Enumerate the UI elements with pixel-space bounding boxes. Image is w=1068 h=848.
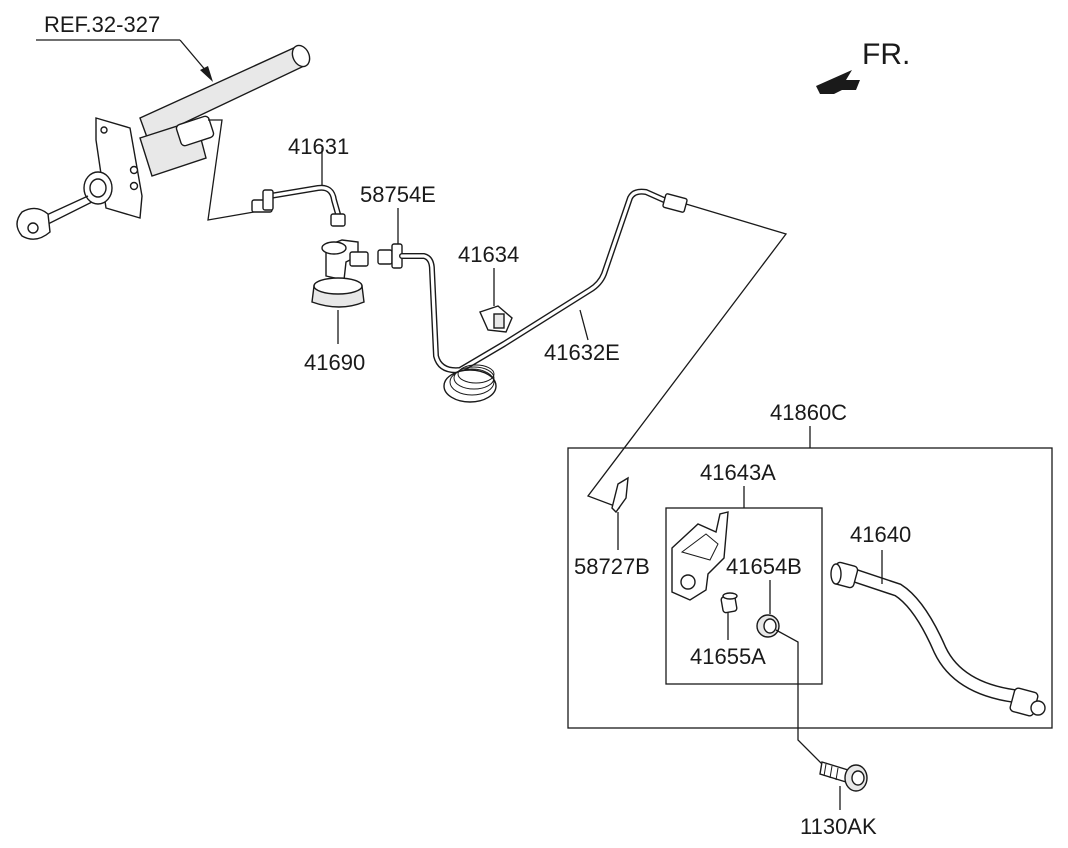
part-41655A-bushing[interactable]: 41655A [690, 592, 766, 669]
part-41654B-grommet[interactable]: 41654B [726, 554, 802, 638]
part-41632E-pipe[interactable]: 41632E [399, 188, 788, 509]
label-41634: 41634 [458, 242, 519, 267]
pipe-coil [443, 369, 497, 403]
spring-clip [611, 476, 629, 514]
part-58754E-fitting[interactable]: 58754E [360, 182, 436, 269]
label-58727B: 58727B [574, 554, 650, 579]
label-41640: 41640 [850, 522, 911, 547]
mounting-bracket [671, 511, 729, 601]
fitting-hex [262, 189, 274, 211]
housing-end-cap [291, 44, 311, 68]
flange-bolt-hole [129, 165, 139, 175]
clevis-hole [27, 222, 39, 234]
part-41860C-assembly[interactable]: 41860C [567, 400, 1053, 729]
reservoir-inlet [321, 241, 347, 255]
part-1130AK-bolt[interactable]: 1130AK [775, 629, 877, 839]
label-41655A: 41655A [690, 644, 766, 669]
front-label: FR. [862, 38, 910, 71]
ref-connection-line [207, 119, 255, 221]
reservoir-outlet [349, 251, 369, 267]
cylinder-port [175, 115, 215, 147]
fitting-end [330, 213, 346, 227]
clip-slot [493, 313, 505, 329]
pushrod [43, 201, 93, 227]
label-41690: 41690 [304, 350, 365, 375]
ref-label: REF.32-327 [44, 12, 160, 37]
label-58754E: 58754E [360, 182, 436, 207]
pushrod-housing [139, 45, 308, 141]
front-indicator: FR. [816, 38, 910, 94]
fitting-nut [377, 249, 393, 265]
connection-line [586, 203, 788, 509]
part-41640-hose[interactable]: 41640 [830, 522, 1046, 717]
bolt-connection-line [775, 629, 831, 773]
reservoir-cap-top [313, 277, 363, 295]
part-41631-pipe[interactable]: 41631 [251, 134, 349, 227]
leader-41632E [579, 309, 589, 341]
label-41632E: 41632E [544, 340, 620, 365]
part-41643A-bracket[interactable]: 41643A [665, 460, 823, 685]
label-41643A: 41643A [700, 460, 776, 485]
ref-leader [179, 39, 208, 73]
part-41690-reservoir[interactable]: 41690 [304, 239, 369, 375]
label-41631: 41631 [288, 134, 349, 159]
master-cylinder[interactable] [16, 43, 313, 240]
front-arrow-icon [816, 70, 860, 94]
flange-bolt-hole [129, 181, 139, 191]
label-41860C: 41860C [770, 400, 847, 425]
label-41654B: 41654B [726, 554, 802, 579]
flare-nut [662, 193, 688, 213]
flange-bolt-hole [100, 126, 108, 134]
boot-seal-inner [89, 178, 107, 198]
part-41634-clip[interactable]: 41634 [458, 242, 519, 333]
ref-callout[interactable]: REF.32-327 [36, 12, 213, 82]
label-1130AK: 1130AK [800, 814, 877, 839]
ref-arrowhead [200, 66, 213, 82]
bracket-hole [680, 574, 696, 590]
part-58727B-clip[interactable]: 58727B [574, 476, 650, 579]
